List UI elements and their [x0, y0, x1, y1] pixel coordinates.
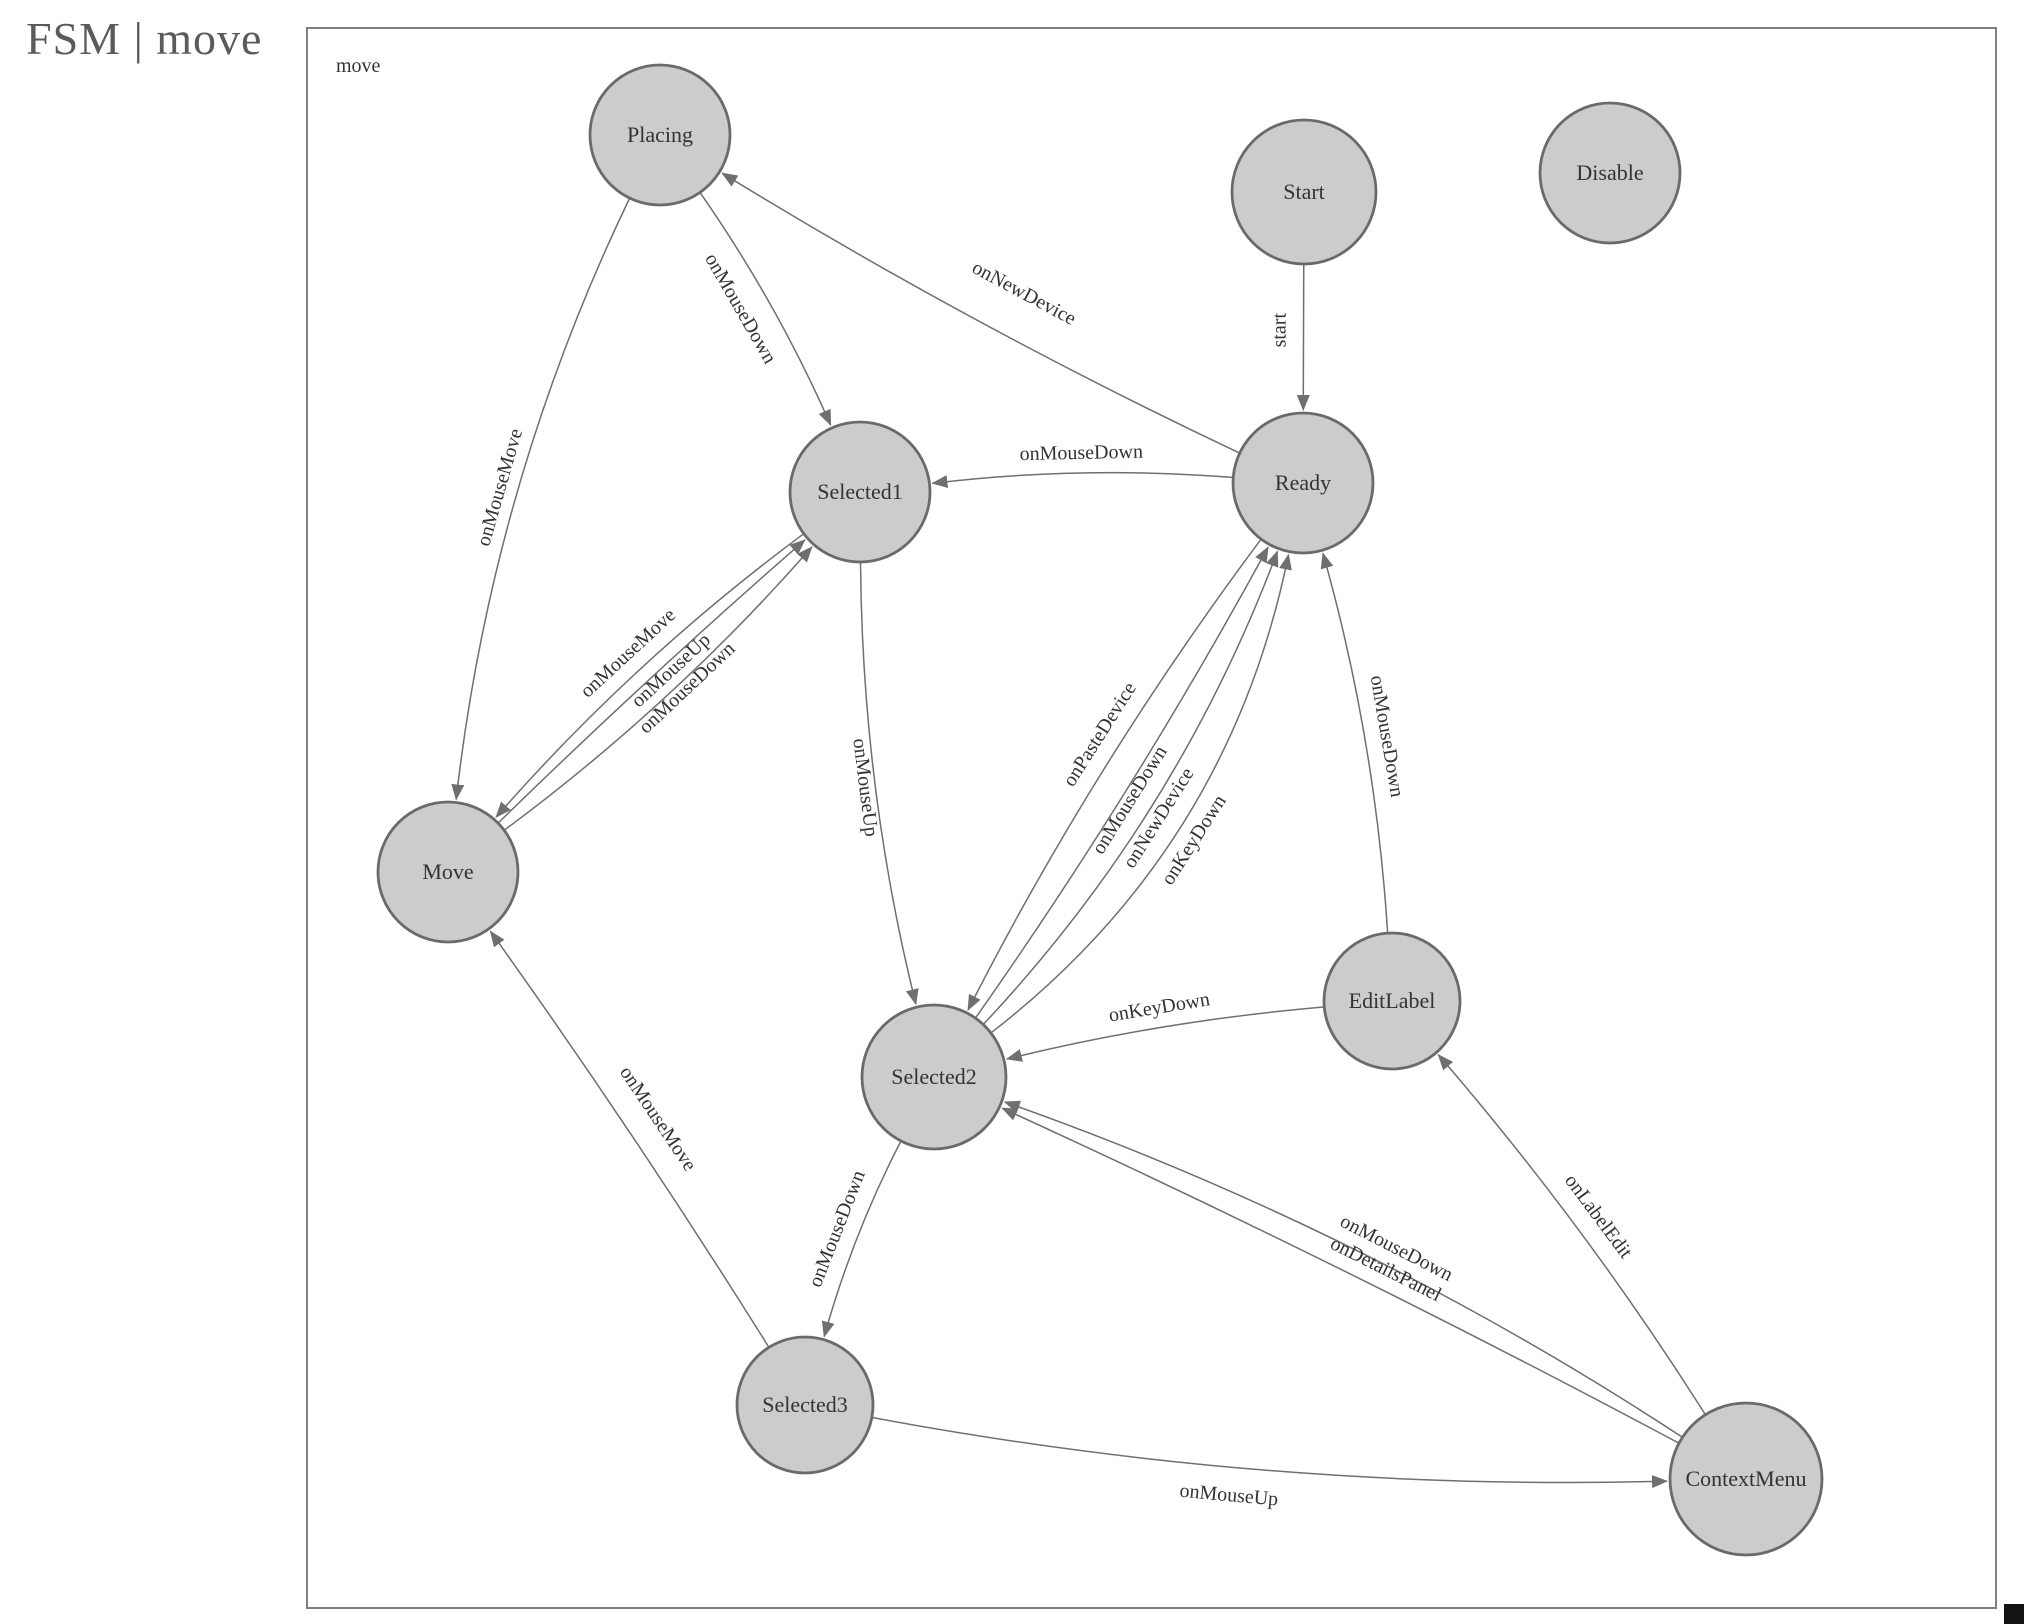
state-circle[interactable] [1538, 101, 1682, 245]
transition-ContextMenu-Selected2: onMouseDown [1003, 1100, 1683, 1438]
transition-Ready-Selected2: onPasteDevice [967, 539, 1262, 1012]
state-node-Start[interactable]: Start [1230, 118, 1378, 266]
state-node-Move[interactable]: Move [376, 800, 520, 944]
transition-label: onLabelEdit [1560, 1170, 1637, 1263]
transition-label: onKeyDown [1107, 988, 1211, 1026]
transition-path [931, 471, 1233, 488]
state-node-Placing[interactable]: Placing [588, 63, 732, 207]
state-circle[interactable] [1231, 411, 1375, 555]
state-node-Selected3[interactable]: Selected3 [735, 1335, 875, 1475]
state-label: Selected2 [891, 1064, 977, 1089]
transition-ContextMenu-EditLabel: onLabelEdit [1437, 1054, 1706, 1415]
state-label: Start [1283, 179, 1325, 204]
transition-Start-Ready: start [1268, 264, 1310, 411]
state-circle[interactable] [860, 1003, 1008, 1151]
transition-path [699, 192, 832, 427]
transition-Move-Selected1: onMouseUp [498, 539, 806, 823]
state-node-Disable[interactable]: Disable [1538, 101, 1682, 245]
transition-label: onMouseUp [848, 737, 882, 838]
transition-path [489, 930, 770, 1347]
state-circle[interactable] [588, 63, 732, 207]
resize-handle[interactable] [2004, 1604, 2024, 1624]
state-label: Move [422, 859, 473, 884]
transition-path [498, 539, 806, 823]
transition-path [859, 562, 919, 1006]
state-circle[interactable] [376, 800, 520, 944]
transition-path [451, 198, 630, 801]
transition-path [872, 1416, 1669, 1489]
transition-path [967, 539, 1262, 1012]
state-label: Selected1 [817, 479, 903, 504]
transition-Selected3-Move: onMouseMove [489, 930, 770, 1347]
transition-label: start [1268, 312, 1290, 347]
transition-label: onMouseDown [700, 250, 780, 368]
transition-path [975, 546, 1269, 1018]
transition-path [495, 533, 804, 818]
state-node-EditLabel[interactable]: EditLabel [1322, 931, 1462, 1071]
transition-path [983, 550, 1279, 1025]
transition-Placing-Selected1: onMouseDown [699, 192, 832, 427]
transition-EditLabel-Ready: onMouseDown [1320, 552, 1408, 933]
transition-Selected3-ContextMenu: onMouseUp [872, 1416, 1669, 1511]
state-node-ContextMenu[interactable]: ContextMenu [1668, 1401, 1824, 1557]
transition-label: onMouseMove [615, 1062, 701, 1175]
transition-label: onMouseUp [1179, 1480, 1279, 1511]
transition-path [1005, 1006, 1324, 1062]
transition-path [991, 553, 1292, 1033]
transition-path [1320, 552, 1389, 933]
transition-Ready-Placing: onNewDevice [721, 172, 1240, 454]
transition-Selected1-Selected2: onMouseUp [848, 562, 919, 1006]
state-circle[interactable] [1322, 931, 1462, 1071]
state-node-Selected1[interactable]: Selected1 [788, 420, 932, 564]
transition-Placing-Move: onMouseMove [451, 198, 630, 801]
page-title: FSM | move [26, 13, 263, 64]
state-label: Selected3 [762, 1392, 848, 1417]
transition-ContextMenu-Selected2: onDetailsPanel [1001, 1107, 1679, 1444]
transition-path [1437, 1054, 1706, 1415]
state-node-Selected2[interactable]: Selected2 [860, 1003, 1008, 1151]
state-circle[interactable] [788, 420, 932, 564]
state-node-Ready[interactable]: Ready [1231, 411, 1375, 555]
transition-path [821, 1141, 902, 1338]
state-label: Disable [1576, 160, 1643, 185]
state-label: ContextMenu [1686, 1466, 1807, 1491]
transition-path [1001, 1107, 1679, 1444]
transition-path [721, 172, 1240, 454]
transition-label: onNewDevice [968, 257, 1079, 330]
transition-Selected2-Ready: onMouseDown [975, 546, 1269, 1018]
canvas-mode-label: move [336, 55, 381, 77]
transition-Selected2-Selected3: onMouseDown [804, 1141, 902, 1338]
state-label: Placing [627, 122, 693, 147]
transition-label: onPasteDevice [1059, 678, 1141, 790]
state-label: Ready [1275, 470, 1331, 495]
transition-label: onMouseDown [1019, 441, 1143, 465]
transition-path [1003, 1100, 1683, 1438]
state-circle[interactable] [1668, 1401, 1824, 1557]
state-label: EditLabel [1349, 988, 1436, 1013]
transition-path [504, 546, 813, 831]
state-circle[interactable] [1230, 118, 1378, 266]
transition-Ready-Selected1: onMouseDown [931, 441, 1233, 488]
transition-EditLabel-Selected2: onKeyDown [1005, 988, 1324, 1062]
state-circle[interactable] [735, 1335, 875, 1475]
